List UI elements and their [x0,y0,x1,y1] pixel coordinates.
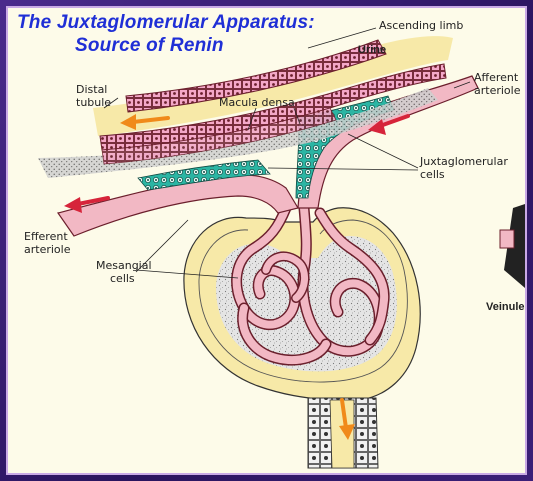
flow-arrow-distal [120,114,170,130]
tubule-epithelium-lower [101,107,337,165]
label-efferent-1: Efferent [24,230,68,243]
label-juxtaglomerular-1: Juxtaglomerular [420,155,508,168]
proximal-tubule-lumen [329,399,355,469]
label-mesangial-1: Mesangial [96,259,152,272]
juxtaglomerular-diagram [38,27,525,469]
flow-arrow-efferent [64,196,110,213]
title-line-2: Source of Renin [75,35,224,56]
flow-arrow-afferent [368,114,410,135]
label-efferent-2: arteriole [24,243,71,256]
venule-illustration [499,204,525,288]
flow-arrow-urine [339,398,355,440]
label-ascending-limb: Ascending limb [379,19,464,32]
label-afferent-2: arteriole [474,84,521,97]
label-macula-densa: Macula densa [219,96,295,109]
leader-lines [103,27,471,279]
label-afferent-1: Afferent [474,71,519,84]
label-urine: Urine [358,44,387,56]
glomerular-capillaries [231,202,390,366]
diagram-frame: The Juxtaglomerular Apparatus: Source of… [6,6,527,475]
label-venule: Veinule [486,301,525,313]
label-mesangial-2: cells [110,272,135,285]
juxtaglomerular-cells-lower [137,159,271,191]
label-distal-tubule-1: Distal [76,83,108,96]
label-juxtaglomerular-2: cells [420,168,445,181]
title-line-1: The Juxtaglomerular Apparatus: [17,12,315,33]
label-distal-tubule-2: tubule [76,96,112,109]
capsule-inner-wall [198,219,408,383]
ascending-limb-wall [125,39,387,113]
